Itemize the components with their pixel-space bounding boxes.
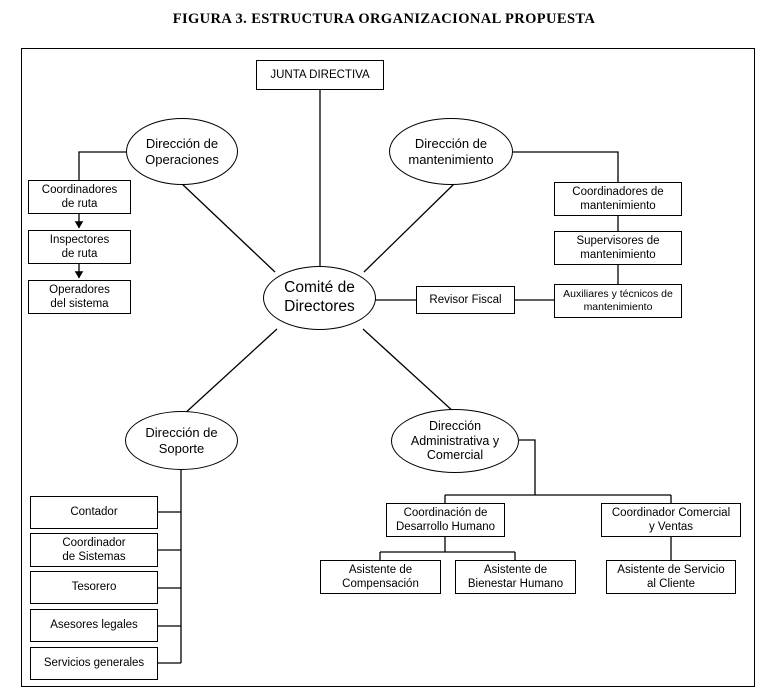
node-inspectores-ruta[interactable]: Inspectores de ruta [28,230,131,264]
node-servicios-generales[interactable]: Servicios generales [30,647,158,680]
node-label: Asesores legales [50,619,138,632]
node-label: Asistente de Bienestar Humano [467,563,564,590]
chart-border-frame [21,48,755,687]
figure-title: FIGURA 3. ESTRUCTURA ORGANIZACIONAL PROP… [172,11,596,27]
node-coordinador-comercial-ventas[interactable]: Coordinador Comercial y Ventas [601,503,741,537]
node-label: Coordinador Comercial y Ventas [611,506,731,533]
node-junta-directiva[interactable]: JUNTA DIRECTIVA [256,60,384,90]
node-label: Coordinador de Sistemas [62,536,126,563]
node-coordinacion-desarrollo-humano[interactable]: Coordinación de Desarrollo Humano [386,503,505,537]
node-coordinadores-ruta[interactable]: Coordinadores de ruta [28,180,131,214]
node-label: Comité de Directores [284,279,355,315]
node-tesorero[interactable]: Tesorero [30,571,158,604]
node-direccion-soporte[interactable]: Dirección de Soporte [125,411,238,470]
node-supervisores-mantenimiento[interactable]: Supervisores de mantenimiento [554,231,682,265]
node-label: Asistente de Compensación [342,563,419,590]
node-revisor-fiscal[interactable]: Revisor Fiscal [416,286,515,314]
node-direccion-operaciones[interactable]: Dirección de Operaciones [126,118,238,185]
node-label: Servicios generales [43,657,145,670]
node-label: Coordinadores de mantenimiento [572,185,664,212]
node-coordinadores-mantenimiento[interactable]: Coordinadores de mantenimiento [554,182,682,216]
node-coordinador-sistemas[interactable]: Coordinador de Sistemas [30,533,158,567]
node-label: Coordinación de Desarrollo Humano [395,506,496,533]
node-auxiliares-tecnicos[interactable]: Auxiliares y técnicos de mantenimiento [554,284,682,318]
node-label: Tesorero [71,581,117,594]
node-direccion-administrativa[interactable]: Dirección Administrativa y Comercial [391,409,519,473]
node-label: Inspectores de ruta [49,233,110,260]
node-label: Asistente de Servicio al Cliente [617,563,725,590]
node-label: Revisor Fiscal [429,293,502,306]
node-label: Dirección Administrativa y Comercial [410,418,500,463]
node-asistente-bienestar-humano[interactable]: Asistente de Bienestar Humano [455,560,576,594]
node-label: Coordinadores de ruta [41,183,118,210]
node-label: Operadores del sistema [49,283,110,310]
node-label: Contador [70,506,118,519]
node-label: Supervisores de mantenimiento [576,234,660,261]
node-label: Dirección de Soporte [145,424,218,456]
node-contador[interactable]: Contador [30,496,158,529]
node-label: JUNTA DIRECTIVA [270,68,370,81]
node-operadores-sistema[interactable]: Operadores del sistema [28,280,131,314]
node-asistente-servicio-cliente[interactable]: Asistente de Servicio al Cliente [606,560,736,594]
node-label: Auxiliares y técnicos de mantenimiento [563,288,673,313]
node-label: Dirección de mantenimiento [408,135,494,167]
node-direccion-mantenimiento[interactable]: Dirección de mantenimiento [389,118,513,185]
node-comite-directores[interactable]: Comité de Directores [263,266,376,330]
node-asistente-compensacion[interactable]: Asistente de Compensación [320,560,441,594]
node-asesores-legales[interactable]: Asesores legales [30,609,158,642]
node-label: Dirección de Operaciones [145,135,219,167]
